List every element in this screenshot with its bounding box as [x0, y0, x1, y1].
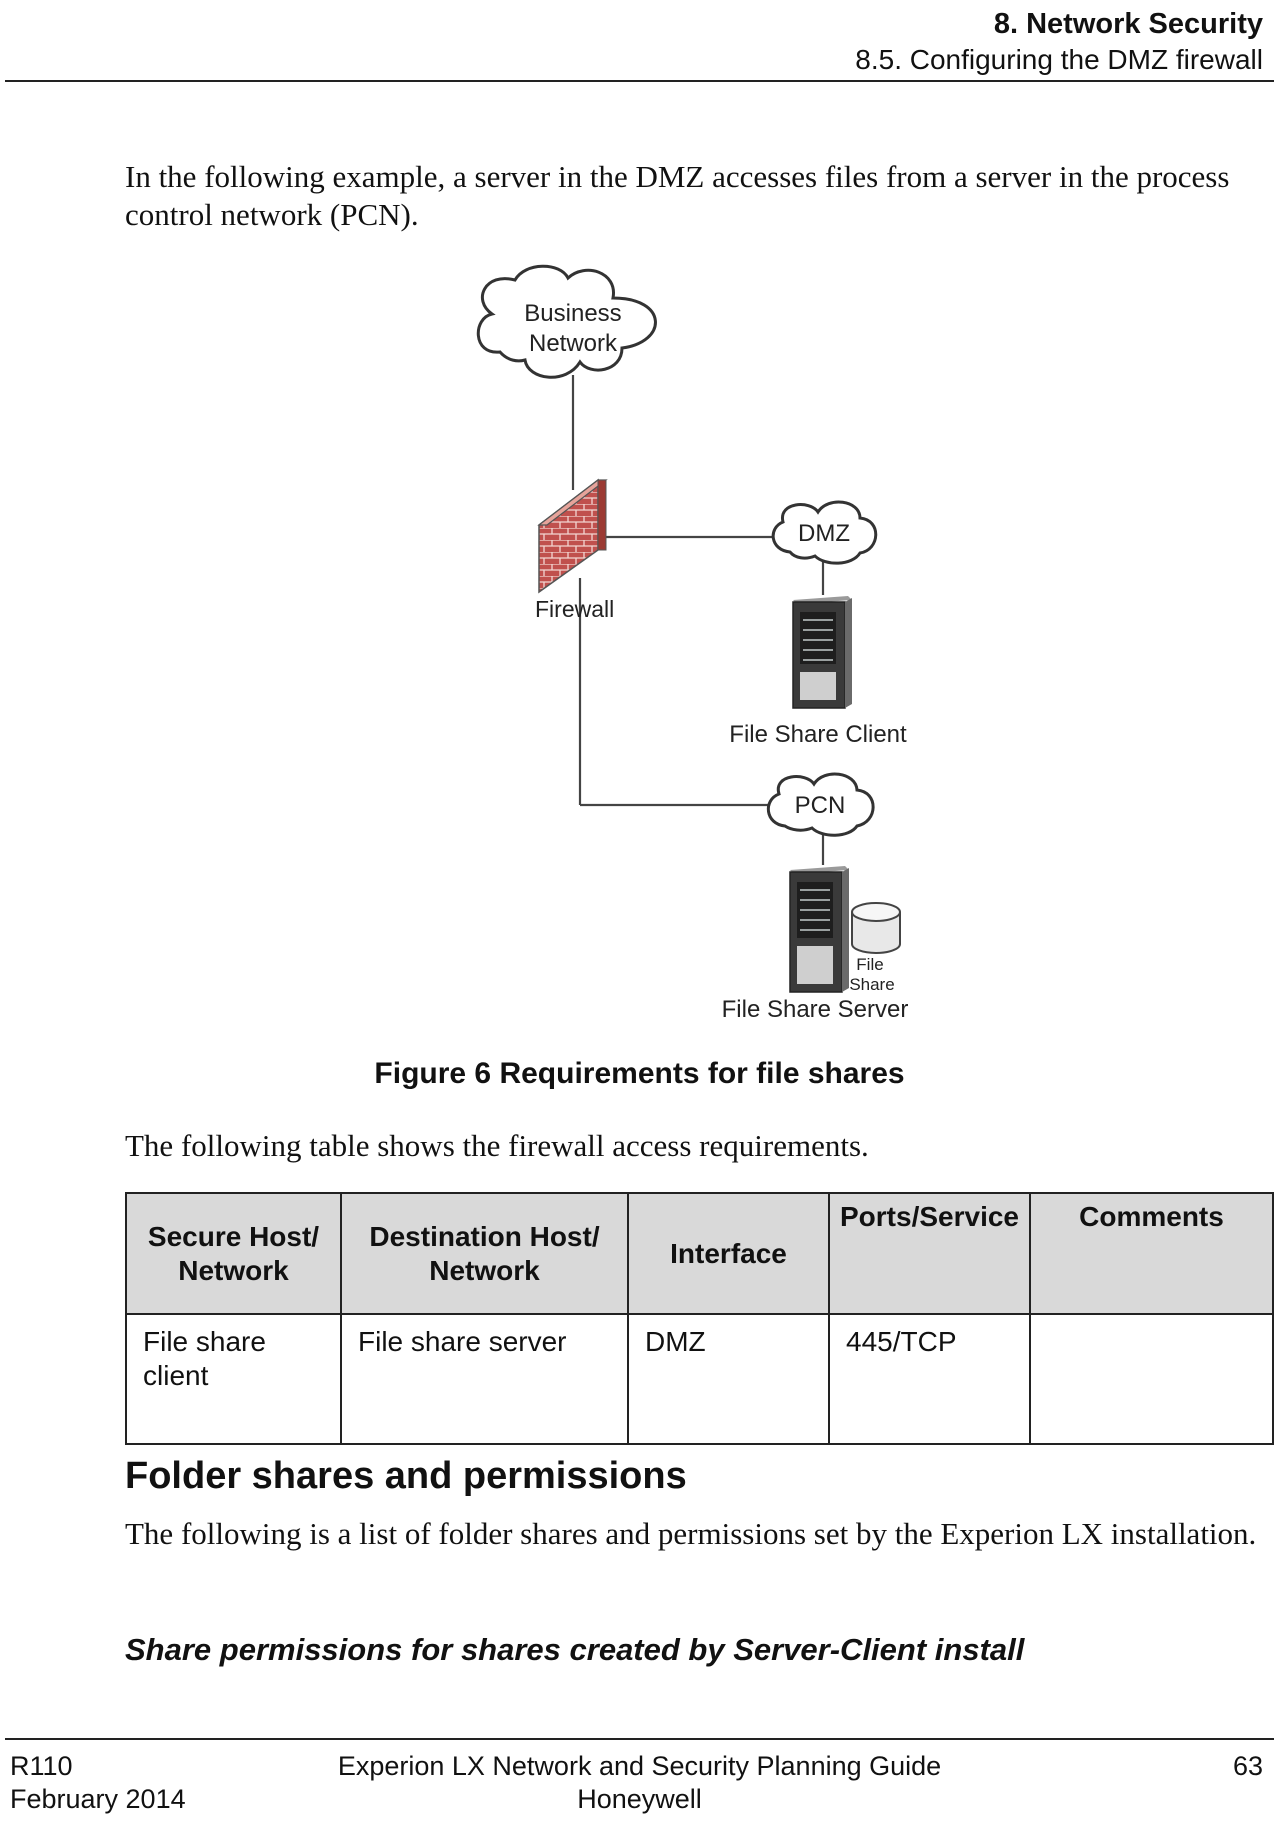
column-header-ports-service: Ports/Service [828, 1192, 1031, 1315]
file-share-client-label: File Share Client [729, 721, 907, 748]
footer-rule [5, 1738, 1274, 1740]
file-share-server-label: File Share Server [722, 996, 909, 1023]
footer-doc-title: Experion LX Network and Security Plannin… [337, 1751, 942, 1781]
pcn-label: PCN [795, 792, 846, 819]
subheading-share-permissions: Share permissions for shares created by … [125, 1632, 1025, 1667]
footer-page-number: 63 [1232, 1751, 1263, 1781]
table-intro-paragraph: The following table shows the firewall a… [125, 1128, 869, 1163]
cell-secure-host: File share client [125, 1313, 342, 1445]
footer-left: R110 February 2014 [10, 1750, 186, 1816]
firewall-requirements-table: Secure Host/ Network Destination Host/ N… [125, 1192, 1274, 1445]
cell-ports-service: 445/TCP [828, 1313, 1031, 1445]
table-row: File share client File share server DMZ … [125, 1313, 1274, 1445]
intro-paragraph: In the following example, a server in th… [125, 159, 1230, 232]
footer-company: Honeywell [577, 1784, 702, 1814]
figure-caption: Figure 6 Requirements for file shares [374, 1057, 905, 1090]
network-diagram: Business Network Firewall DMZ File Share… [476, 264, 909, 1023]
file-share-storage-label-line1: File [856, 955, 883, 974]
column-header-secure-host: Secure Host/ Network [125, 1192, 342, 1315]
footer-date: February 2014 [10, 1784, 186, 1814]
cell-interface: DMZ [627, 1313, 830, 1445]
database-icon [851, 902, 901, 954]
dmz-label: DMZ [798, 520, 850, 547]
dmz-cloud: DMZ [771, 500, 878, 565]
firewall-icon [537, 478, 608, 594]
column-header-destination-host: Destination Host/ Network [340, 1192, 629, 1315]
business-network-label-line1: Business [524, 300, 621, 327]
section-heading-folder-shares: Folder shares and permissions [125, 1455, 687, 1497]
file-share-client-server-icon [792, 596, 852, 709]
table-header-row: Secure Host/ Network Destination Host/ N… [125, 1192, 1274, 1315]
file-share-storage-label-line2: Share [849, 975, 894, 994]
firewall-label: Firewall [535, 596, 614, 622]
header-rule [5, 80, 1274, 82]
business-network-label-line2: Network [529, 330, 618, 357]
cell-destination-host: File share server [340, 1313, 629, 1445]
folder-shares-paragraph: The following is a list of folder shares… [125, 1516, 1257, 1551]
footer-release: R110 [10, 1751, 73, 1781]
footer-center: Experion LX Network and Security Plannin… [0, 1750, 1279, 1816]
cell-comments [1029, 1313, 1274, 1445]
business-network-cloud: Business Network [476, 264, 657, 379]
column-header-comments: Comments [1029, 1192, 1274, 1315]
column-header-interface: Interface [627, 1192, 830, 1315]
chapter-title: 8. Network Security [993, 8, 1263, 40]
section-title: 8.5. Configuring the DMZ firewall [855, 44, 1263, 75]
pcn-cloud: PCN [767, 772, 875, 837]
file-share-server-icon [789, 866, 849, 993]
